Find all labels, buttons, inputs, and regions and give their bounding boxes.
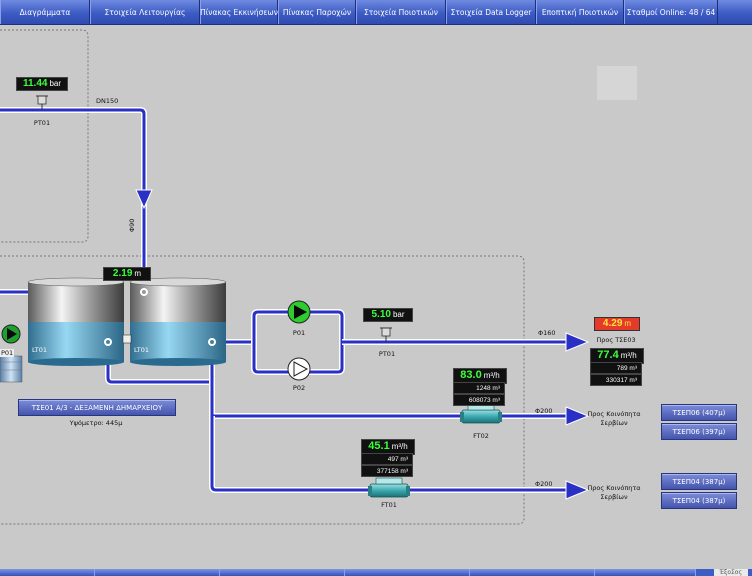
tze03-total-1: 789 m³ xyxy=(590,362,642,374)
station-button-tzep06-b[interactable]: ΤΣΕΠ06 (397μ) xyxy=(661,423,737,440)
pump-p01-tag: P01 xyxy=(292,329,306,337)
station-button-tzep04-a[interactable]: ΤΣΕΠ04 (387μ) xyxy=(661,473,737,490)
exit-button[interactable]: ΈξοΣος xyxy=(713,569,748,576)
ft01-meter xyxy=(368,477,410,498)
top-menu-bar: Διαγράμματα Στοιχεία Λειτουργίας Πίνακας… xyxy=(0,0,752,25)
online-stations-status: Σταθμοί Online: 48 / 64 xyxy=(624,0,718,24)
tze03-total-2: 330317 m³ xyxy=(590,374,642,386)
bottom-bar xyxy=(0,569,752,576)
station-button-tzep04-b[interactable]: ΤΣΕΠ04 (387μ) xyxy=(661,492,737,509)
pipe-label-phi200-b: Φ200 xyxy=(535,480,553,488)
tank-left xyxy=(27,277,125,366)
left-pump-tag: P01 xyxy=(0,349,15,357)
menu-data-logger[interactable]: Στοιχεία Data Logger xyxy=(446,0,536,24)
menu-diagrams[interactable]: Διαγράμματα xyxy=(0,0,90,24)
station-button-tzep06-a[interactable]: ΤΣΕΠ06 (407μ) xyxy=(661,404,737,421)
pump-p01-icon xyxy=(287,300,311,324)
menu-quality-supervision[interactable]: Εποπτική Ποιοτικών xyxy=(536,0,624,24)
pt01-outlet-symbol xyxy=(380,327,392,342)
pipe-label-dn150: DN150 xyxy=(96,97,119,105)
ft01-tag: FT01 xyxy=(381,501,397,509)
menu-starts-table[interactable]: Πίνακας Εκκινήσεων xyxy=(200,0,278,24)
pipe-label-phi160: Φ160 xyxy=(538,329,556,337)
pump-left-stub-icon xyxy=(1,324,21,344)
ft02-tag: FT02 xyxy=(473,432,489,440)
lt01-left-tag: LT01 xyxy=(32,346,47,354)
pipe-dn150 xyxy=(0,107,147,290)
menu-quality-data[interactable]: Στοιχεία Ποιοτικών xyxy=(356,0,446,24)
pipe-label-phi90: Φ90 xyxy=(128,218,136,232)
pt01-upper-tag: PT01 xyxy=(33,119,51,127)
ft02-meter xyxy=(460,403,502,424)
pump-p02-icon xyxy=(287,357,311,381)
lt01-right-tag: LT01 xyxy=(134,346,149,354)
ft01-total-2: 377158 m³ xyxy=(361,465,413,477)
station-button[interactable]: ΤΣΕ01 Α/3 - ΔΕΞΑΜΕΝΗ ΔΗΜΑΡΧΕΙΟΥ xyxy=(18,399,176,416)
ft02-destination: Προς Κοινόπητα Σερβίων xyxy=(587,410,641,427)
menu-flows-table[interactable]: Πίνακας Παροχών xyxy=(278,0,356,24)
pump-p02-tag: P02 xyxy=(292,384,306,392)
flow-arrows xyxy=(135,189,590,500)
tze03-label: Προς ΤΣΕ03 xyxy=(596,336,636,344)
ft02-total-1: 1248 m³ xyxy=(453,382,505,394)
menu-operation-data[interactable]: Στοιχεία Λειτουργίας xyxy=(90,0,200,24)
ft02-total-2: 608073 m³ xyxy=(453,394,505,406)
ft01-total-1: 497 m³ xyxy=(361,453,413,465)
pt01-upper-symbol xyxy=(36,95,48,110)
pipe-label-phi200-a: Φ200 xyxy=(535,407,553,415)
blank-panel xyxy=(597,66,637,100)
station-altitude: Υψόμετρο: 445μ xyxy=(69,419,123,427)
small-tank-left xyxy=(0,355,23,383)
pt01-outlet-tag: PT01 xyxy=(378,350,396,358)
ft01-destination: Προς Κοινόπητα Σερβίων xyxy=(587,484,641,501)
tank-right xyxy=(129,277,227,366)
